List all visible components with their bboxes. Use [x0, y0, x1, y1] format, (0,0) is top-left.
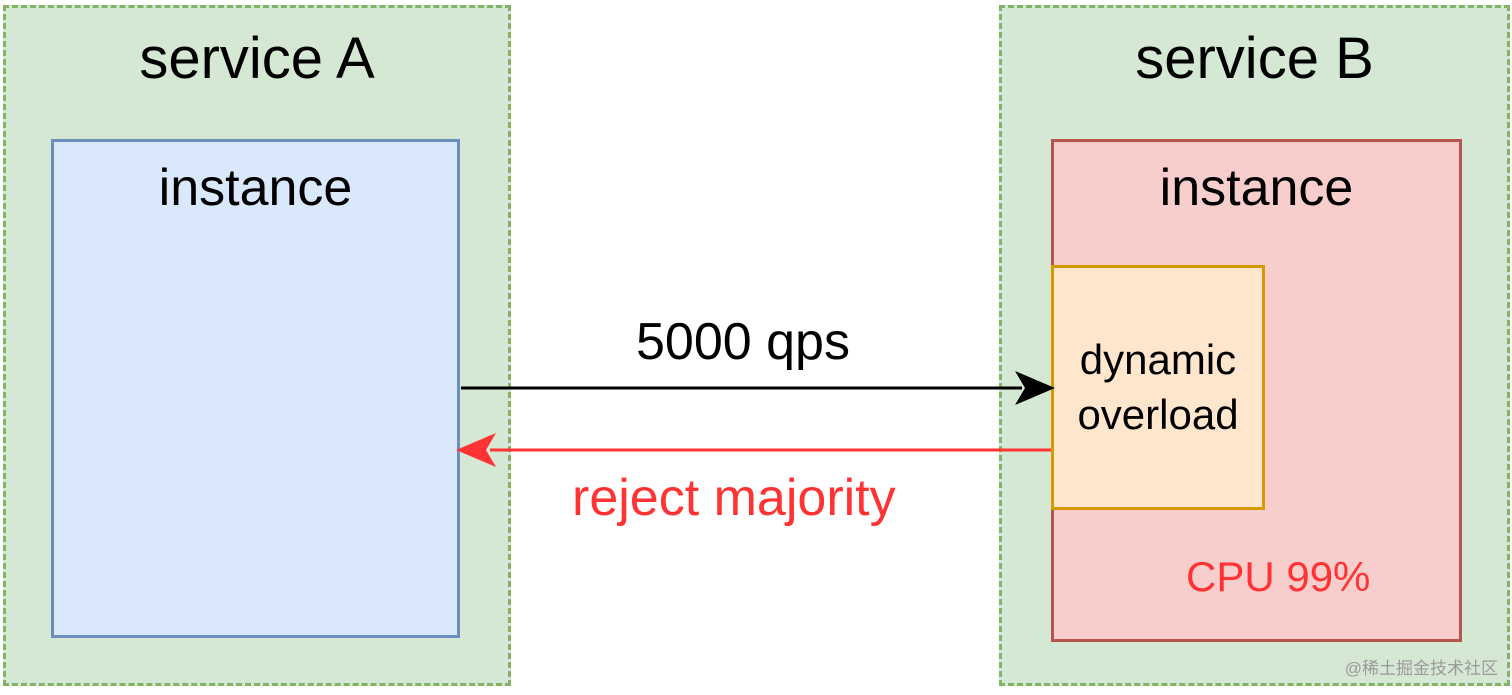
service-a-title: service A: [139, 26, 375, 91]
service-b-instance-title: instance: [1159, 159, 1354, 217]
service-a-instance: [51, 139, 460, 638]
service-b-title: service B: [1135, 26, 1374, 91]
reject-label: reject majority: [572, 469, 896, 527]
watermark: @稀土掘金技术社区: [1344, 659, 1498, 678]
dynamic-overload-label: dynamic overload: [1077, 335, 1239, 438]
request-rate-label: 5000 qps: [636, 313, 850, 371]
dynamic-overload-box: dynamic overload: [1051, 265, 1265, 510]
cpu-usage-label: CPU 99%: [1186, 553, 1371, 600]
service-a-instance-title: instance: [158, 159, 353, 217]
